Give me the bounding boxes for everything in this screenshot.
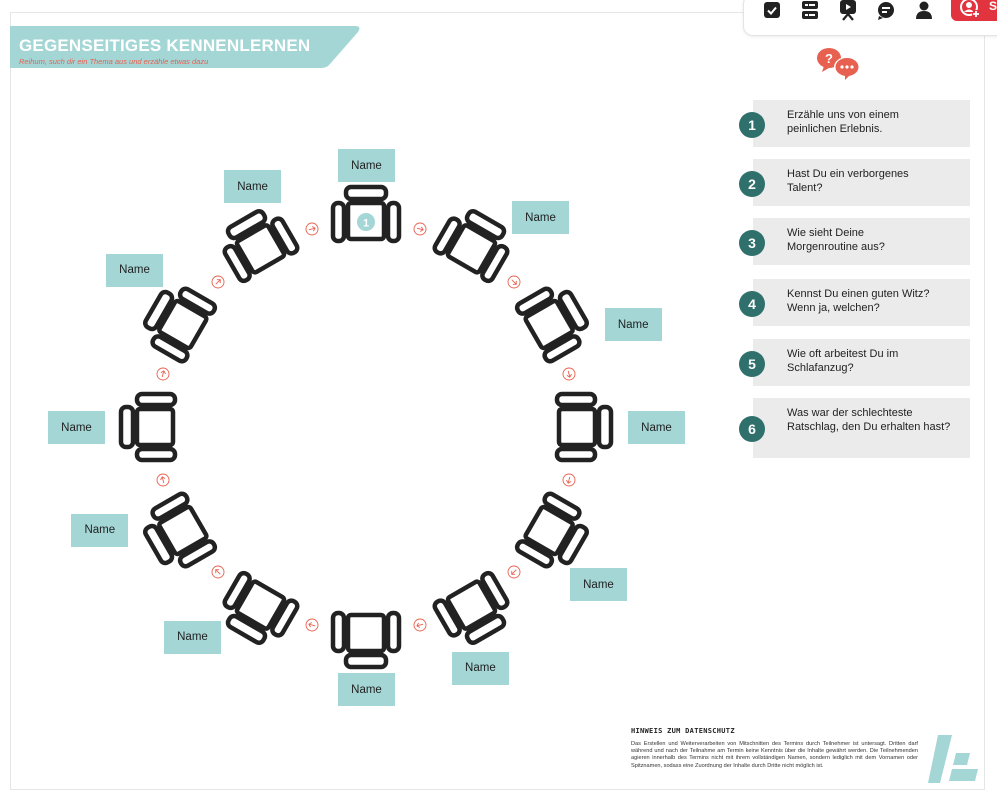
direction-arrow-icon xyxy=(211,275,225,289)
name-card[interactable]: Name xyxy=(604,308,662,342)
chair[interactable] xyxy=(533,382,623,472)
direction-arrow-icon xyxy=(156,367,170,381)
svg-text:1: 1 xyxy=(363,218,369,230)
direction-arrow-icon xyxy=(413,222,427,236)
name-card[interactable]: Name xyxy=(628,411,685,444)
list-icon[interactable] xyxy=(799,0,821,21)
question-item: 6 Was war der schlechteste Ratschlag, den… xyxy=(739,398,970,458)
direction-arrow-icon xyxy=(413,618,427,632)
name-card[interactable]: Name xyxy=(451,651,509,685)
title-banner: GEGENSEITIGES KENNENLERNEN Reihum, such … xyxy=(10,26,360,68)
name-card[interactable]: Name xyxy=(224,170,282,204)
chair[interactable] xyxy=(427,561,517,651)
question-number-badge: 3 xyxy=(739,229,765,256)
chair-icon xyxy=(330,610,402,670)
chair[interactable]: 1 xyxy=(321,175,411,265)
privacy-text: Das Erstellen und Weiterverarbeiten von … xyxy=(631,741,918,769)
share-label: S xyxy=(989,0,997,13)
name-card[interactable]: Name xyxy=(338,673,395,706)
direction-arrow-icon xyxy=(507,275,521,289)
chair-icon xyxy=(554,391,614,463)
name-card[interactable]: Name xyxy=(569,568,627,602)
question-number-badge: 6 xyxy=(739,416,765,442)
chair-icon xyxy=(118,391,178,463)
name-card[interactable]: Name xyxy=(512,201,570,235)
question-number-badge: 4 xyxy=(739,290,765,317)
chair-icon xyxy=(222,571,300,646)
add-user-icon xyxy=(960,0,980,18)
presentation-icon[interactable] xyxy=(837,0,859,21)
chair-icon xyxy=(432,571,510,646)
question-number-badge: 5 xyxy=(739,350,765,377)
privacy-title: HINWEIS ZUM DATENSCHUTZ xyxy=(631,727,735,735)
question-item: 1 Erzähle uns von einem peinlichen Erlebn… xyxy=(739,100,970,147)
chair[interactable] xyxy=(137,486,227,576)
page-title: GEGENSEITIGES KENNENLERNEN xyxy=(19,36,311,55)
direction-arrow-icon xyxy=(305,222,319,236)
chair[interactable] xyxy=(505,279,595,369)
name-card[interactable]: Name xyxy=(48,411,105,444)
question-number-badge: 2 xyxy=(739,170,765,197)
name-card[interactable]: Name xyxy=(338,149,395,182)
svg-text:?: ? xyxy=(825,51,833,66)
direction-arrow-icon xyxy=(562,473,576,487)
chair[interactable] xyxy=(427,203,517,293)
question-item: 2 Hast Du ein verborgenes Talent? xyxy=(739,159,970,206)
question-text: Erzähle uns von einem peinlichen Erlebni… xyxy=(787,109,899,135)
chair[interactable] xyxy=(505,486,595,576)
question-item: 3 Wie sieht Deine Morgenroutine aus? xyxy=(739,218,970,265)
chair-icon: 1 xyxy=(330,184,402,244)
direction-arrow-icon xyxy=(156,473,170,487)
question-text: Was war der schlechteste Ratschlag, den … xyxy=(787,407,951,433)
question-text: Wie oft arbeitest Du im Schlafanzug? xyxy=(787,348,899,374)
question-number-badge: 1 xyxy=(739,111,765,138)
chat-icon[interactable] xyxy=(875,0,897,21)
share-button[interactable]: S xyxy=(951,0,997,21)
chair[interactable] xyxy=(215,561,305,651)
question-text: Wie sieht Deine Morgenroutine aus? xyxy=(787,227,885,253)
question-chat-icon: ? xyxy=(817,48,860,80)
top-toolbar: S xyxy=(743,0,997,36)
chair-icon xyxy=(432,208,510,283)
direction-arrow-icon xyxy=(562,367,576,381)
chair[interactable] xyxy=(321,589,411,679)
question-text: Hast Du ein verborgenes Talent? xyxy=(787,168,909,194)
chair[interactable] xyxy=(109,382,199,472)
name-card[interactable]: Name xyxy=(106,253,164,287)
chair-icon xyxy=(514,491,589,568)
brand-logo xyxy=(928,735,978,783)
chair-icon xyxy=(143,286,218,363)
user-icon[interactable] xyxy=(913,0,935,21)
chair-icon xyxy=(143,491,218,568)
name-card[interactable]: Name xyxy=(71,513,129,547)
direction-arrow-icon xyxy=(507,565,521,579)
chair[interactable] xyxy=(137,279,227,369)
chair[interactable] xyxy=(215,203,305,293)
banner-shape xyxy=(10,26,360,68)
question-text: Kennst Du einen guten Witz? Wenn ja, wel… xyxy=(787,288,930,314)
chair-icon xyxy=(222,208,300,283)
direction-arrow-icon xyxy=(305,618,319,632)
page-subtitle: Reihum, such dir ein Thema aus und erzäh… xyxy=(19,57,209,66)
direction-arrow-icon xyxy=(211,565,225,579)
name-card[interactable]: Name xyxy=(163,620,221,654)
checkbox-icon[interactable] xyxy=(761,0,783,21)
question-item: 5 Wie oft arbeitest Du im Schlafanzug? xyxy=(739,339,970,386)
chair-icon xyxy=(514,286,589,363)
question-item: 4 Kennst Du einen guten Witz? Wenn ja, we… xyxy=(739,279,970,326)
